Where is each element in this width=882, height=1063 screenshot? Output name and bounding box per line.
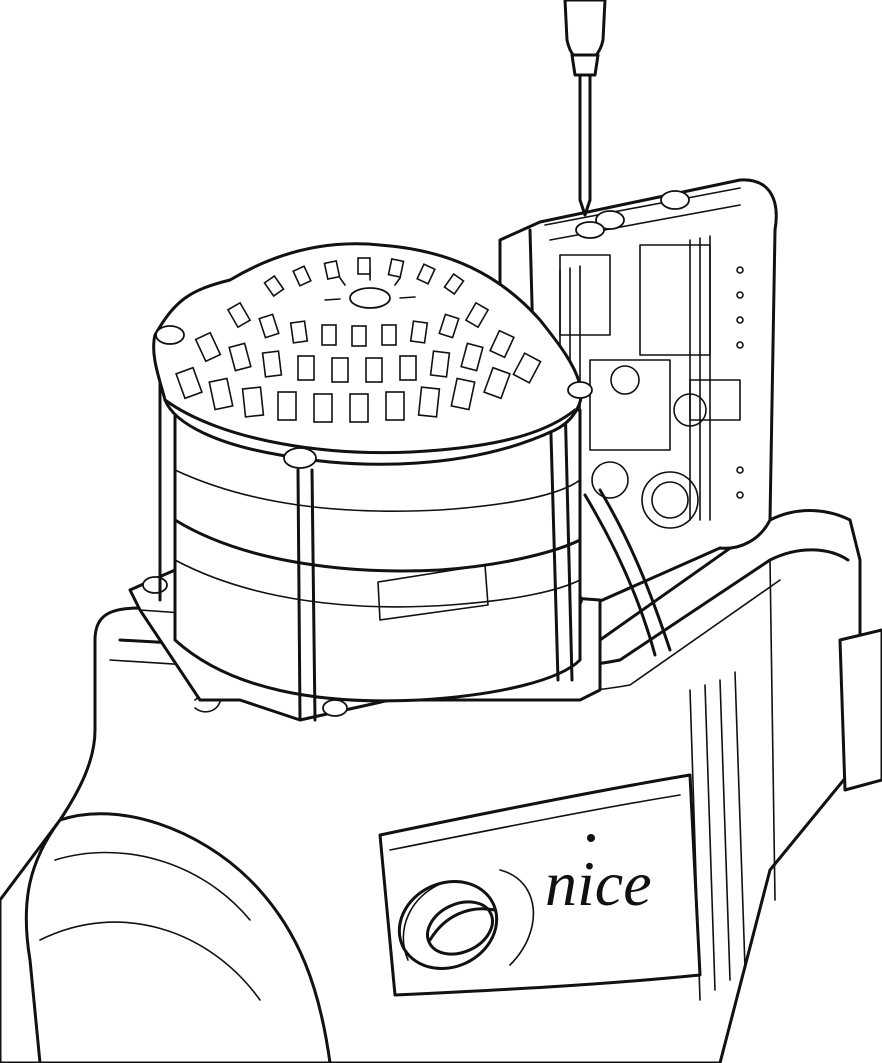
vent-ring-outer (175, 352, 542, 423)
brand-logo: nice (545, 834, 652, 919)
vent-ring-top (263, 257, 465, 298)
screwdriver (563, 0, 607, 217)
vent-ring-inner (226, 301, 490, 347)
release-knob (397, 869, 535, 971)
brand-logo-text: nice (545, 848, 652, 919)
vent-ring-middle (194, 329, 515, 383)
fan-cover (152, 242, 593, 469)
